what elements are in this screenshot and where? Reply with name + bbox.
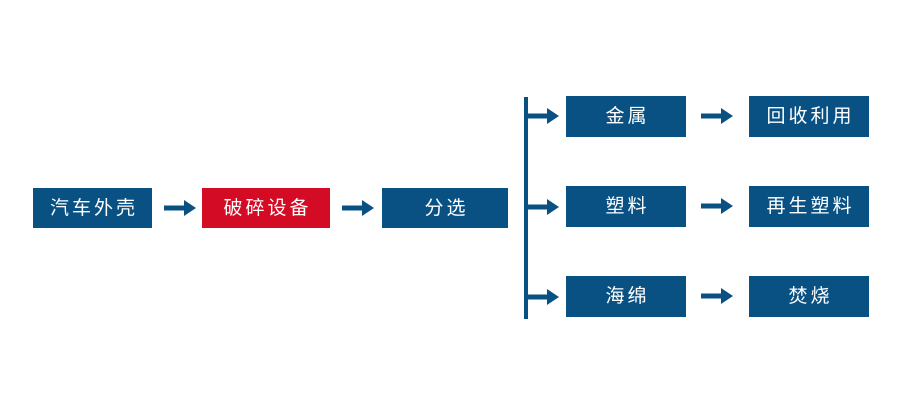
node-metal[interactable]: 金属 xyxy=(566,96,686,137)
arrow-shell-to-crusher xyxy=(164,200,196,216)
node-plastic[interactable]: 塑料 xyxy=(566,186,686,227)
node-recycling-reuse[interactable]: 回收利用 xyxy=(749,96,869,137)
arrow-crusher-to-sorting xyxy=(342,200,374,216)
arrow-sponge-to-incineration xyxy=(701,288,733,304)
node-sorting[interactable]: 分选 xyxy=(382,188,508,228)
node-incineration[interactable]: 焚烧 xyxy=(749,276,869,317)
branch-arrow-sponge xyxy=(527,289,559,305)
branch-arrow-metal xyxy=(527,108,559,124)
node-crushing-equipment[interactable]: 破碎设备 xyxy=(202,188,330,228)
branch-arrow-plastic xyxy=(527,199,559,215)
arrow-metal-to-recycle xyxy=(701,108,733,124)
node-sponge[interactable]: 海绵 xyxy=(566,276,686,317)
arrow-plastic-to-regenerated xyxy=(701,198,733,214)
node-regenerated-plastic[interactable]: 再生塑料 xyxy=(749,186,869,227)
sorting-distribution-line xyxy=(524,97,528,319)
node-car-shell[interactable]: 汽车外壳 xyxy=(33,188,152,228)
